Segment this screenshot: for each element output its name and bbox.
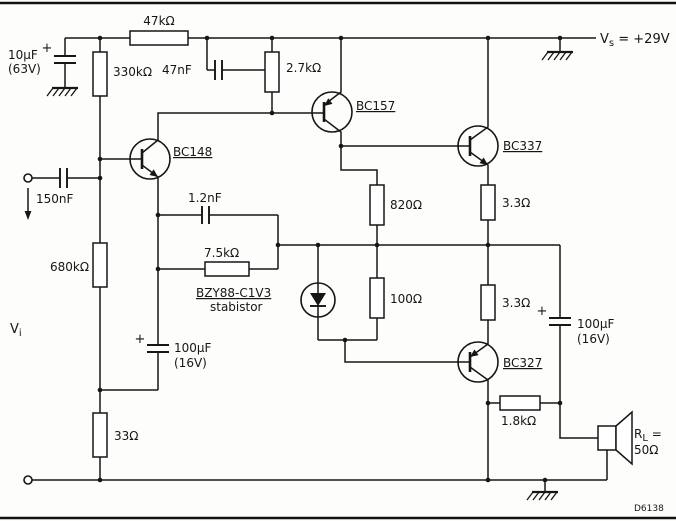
capacitor-10uF-label: 10µF	[8, 48, 38, 62]
resistor-33-symbol	[92, 412, 108, 458]
resistor-680k-symbol	[92, 242, 108, 288]
resistor-2.7k-label: 2.7kΩ	[286, 61, 321, 75]
capacitor-100uF-output-note: (16V)	[577, 332, 610, 346]
transistor-bc157-label: BC157	[356, 99, 395, 113]
resistor-330k-label: 330kΩ	[113, 65, 152, 79]
capacitor-1.2nF-symbol	[201, 206, 210, 224]
transistor-bc327-label: BC327	[503, 356, 542, 370]
resistor-2.7k-symbol	[264, 51, 280, 93]
transistor-bc327-symbol	[457, 341, 499, 383]
ground-symbol	[525, 490, 560, 502]
resistor-330k-symbol	[92, 51, 108, 97]
capacitor-100uF-output-polarity: +	[537, 304, 548, 319]
capacitor-47nF-symbol	[214, 60, 223, 80]
capacitor-150nF-label: 150nF	[36, 192, 74, 206]
ground-symbol	[45, 86, 80, 98]
resistor-33-label: 33Ω	[114, 429, 138, 443]
transistor-bc148-symbol	[129, 138, 171, 180]
resistor-680k-label: 680kΩ	[50, 260, 89, 274]
resistor-820-label: 820Ω	[390, 198, 422, 212]
resistor-3.3-upper-label: 3.3Ω	[502, 196, 530, 210]
input-voltage-arrow-icon	[24, 211, 32, 220]
load-resistance-label: RL =	[634, 427, 662, 444]
stabistor-type-label: stabistor	[210, 300, 263, 314]
supply-voltage-label: Vs = +29V	[600, 32, 670, 49]
speaker-icon	[597, 410, 633, 466]
capacitor-100uF-output-label: 100µF	[577, 317, 615, 331]
capacitor-47nF-label: 47nF	[162, 63, 192, 77]
transistor-bc337-symbol	[457, 125, 499, 167]
resistor-1.8k-label: 1.8kΩ	[501, 414, 536, 428]
transistor-bc157-symbol	[311, 91, 353, 133]
resistor-47k-label: 47kΩ	[143, 14, 174, 28]
resistor-100-label: 100Ω	[390, 292, 422, 306]
input-terminal-top	[23, 173, 33, 183]
transistor-bc337-label: BC337	[503, 139, 542, 153]
capacitor-100uF-input-symbol	[147, 344, 169, 353]
capacitor-10uF-symbol	[54, 55, 76, 64]
input-terminal-bottom	[23, 475, 33, 485]
transistor-bc148-label: BC148	[173, 145, 212, 159]
resistor-7.5k-label: 7.5kΩ	[204, 246, 239, 260]
capacitor-100uF-input-note: (16V)	[174, 356, 207, 370]
resistor-7.5k-symbol	[204, 261, 250, 277]
ground-symbol	[540, 50, 575, 62]
stabistor-diode-symbol	[300, 282, 336, 318]
capacitor-100uF-input-label: 100µF	[174, 341, 212, 355]
capacitor-10uF-polarity: +	[42, 41, 53, 56]
resistor-820-symbol	[369, 184, 385, 226]
resistor-47k-symbol	[129, 30, 189, 46]
capacitor-150nF-symbol	[59, 168, 68, 188]
load-resistance-value: 50Ω	[634, 443, 658, 457]
capacitor-100uF-input-polarity: +	[135, 332, 146, 347]
resistor-3.3-lower-symbol	[480, 284, 496, 321]
resistor-3.3-lower-label: 3.3Ω	[502, 296, 530, 310]
figure-number: D6138	[634, 504, 664, 514]
resistor-1.8k-symbol	[499, 395, 541, 411]
resistor-100-symbol	[369, 277, 385, 319]
stabistor-part-label: BZY88-C1V3	[196, 286, 271, 300]
junction-dots	[97, 35, 563, 483]
capacitor-100uF-output-symbol	[549, 317, 571, 326]
resistor-3.3-upper-symbol	[480, 184, 496, 221]
capacitor-10uF-note: (63V)	[8, 62, 41, 76]
input-voltage-label: Vi	[10, 322, 22, 339]
capacitor-1.2nF-label: 1.2nF	[188, 191, 222, 205]
